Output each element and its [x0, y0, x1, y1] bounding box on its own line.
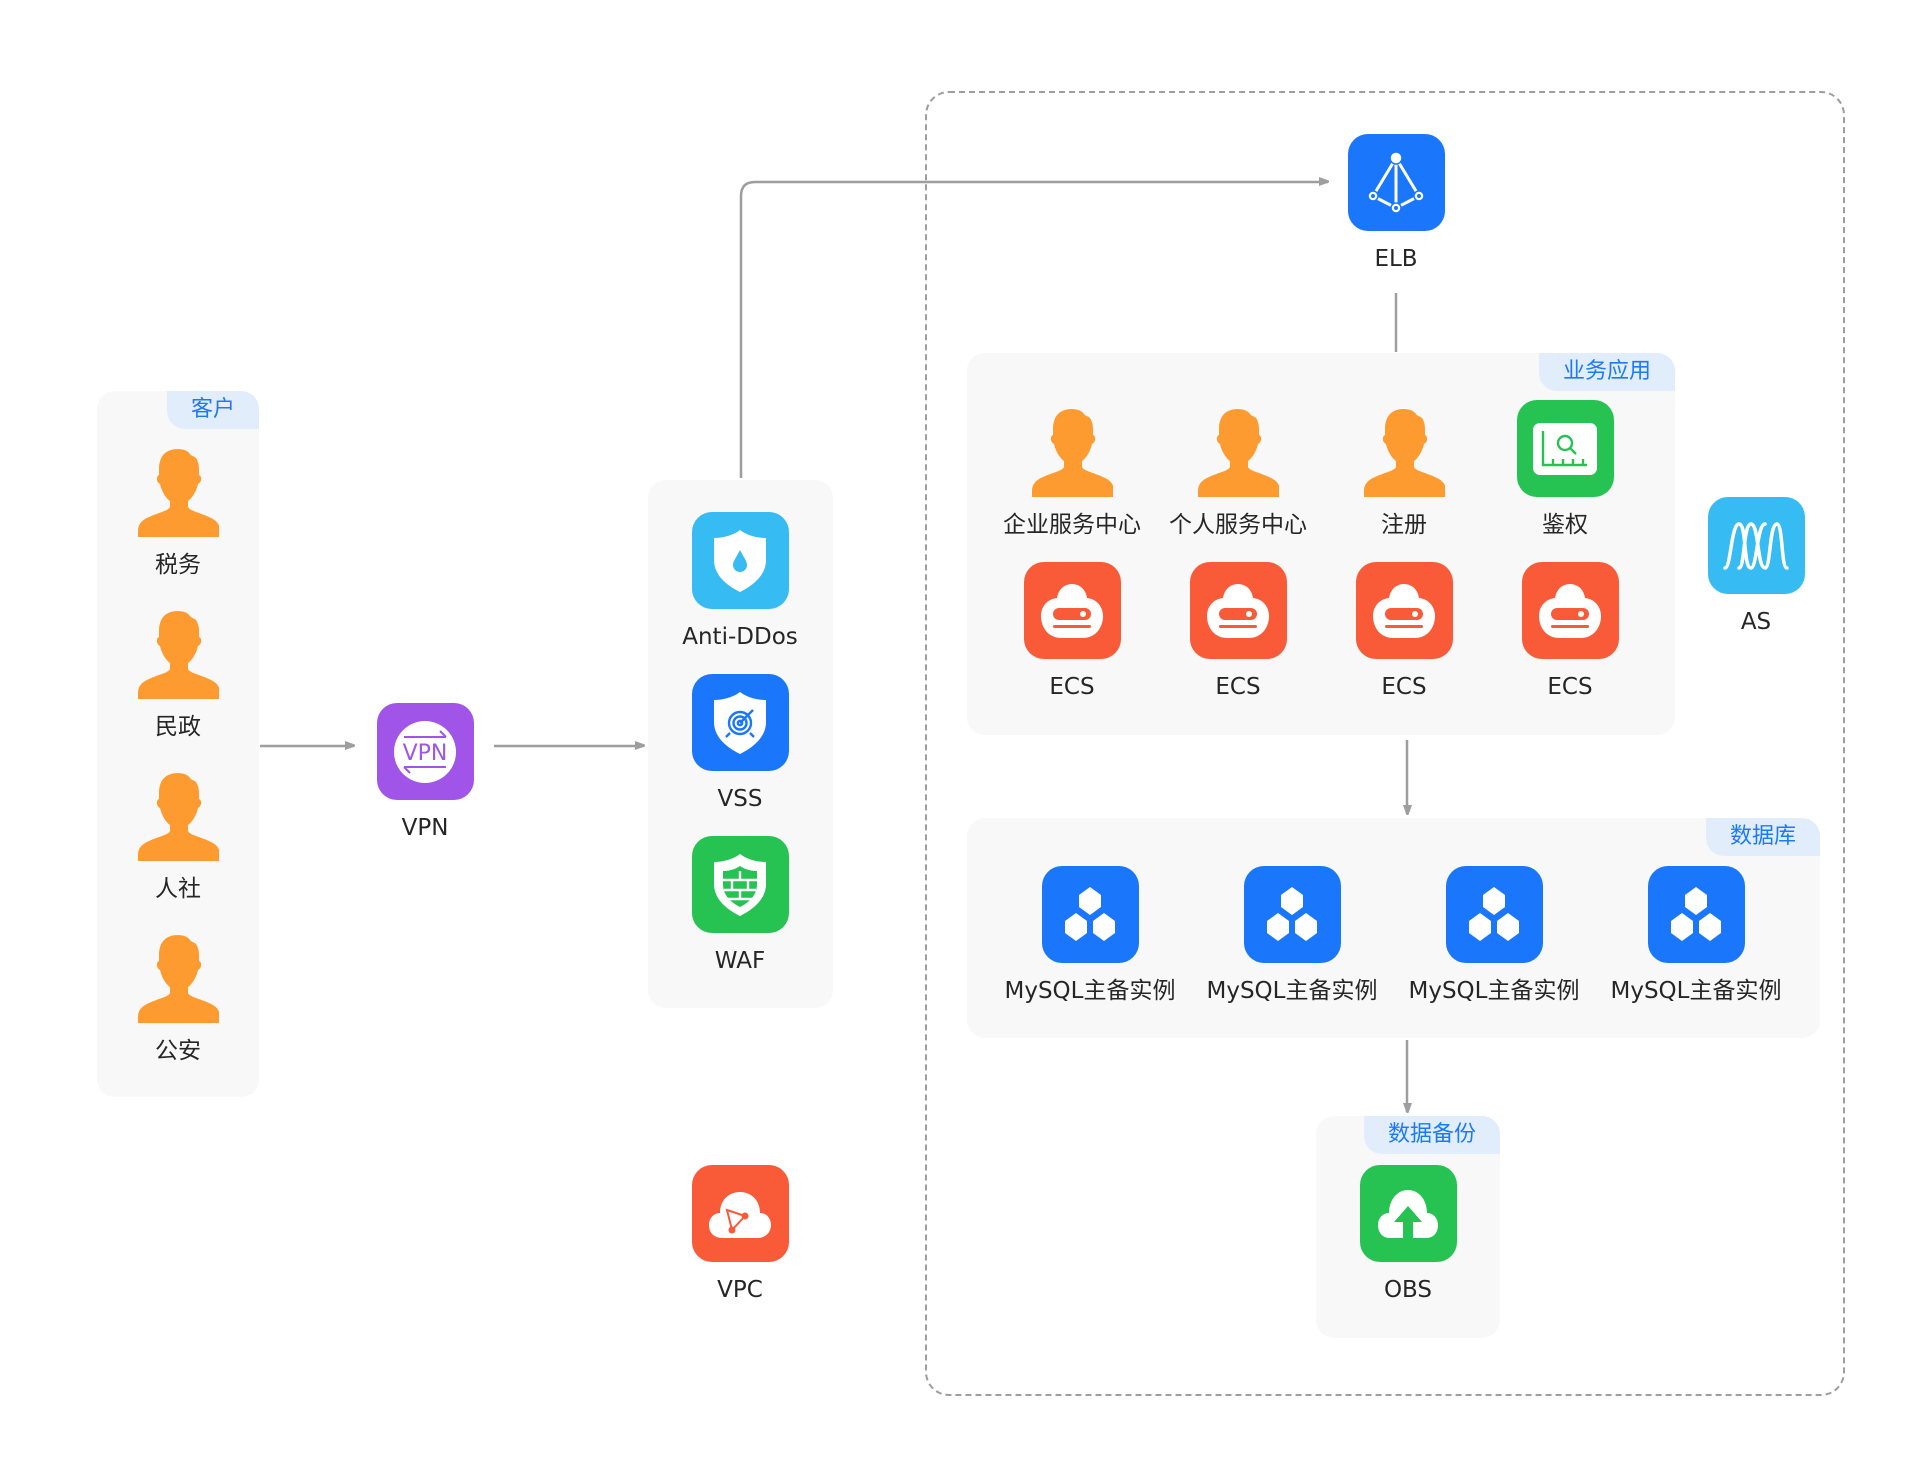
vpc-node[interactable]: VPC — [650, 1165, 830, 1304]
db-label: MySQL主备实例 — [1206, 978, 1378, 1004]
database-tag: 数据库 — [1705, 818, 1820, 856]
customer-node[interactable]: 税务 — [88, 440, 268, 579]
db-node[interactable]: MySQL主备实例 — [1606, 866, 1786, 1005]
security-node[interactable]: WAF — [650, 836, 830, 975]
vpn-glyph: VPN — [403, 741, 448, 766]
person-icon — [130, 602, 227, 699]
ecs-label: ECS — [1547, 674, 1593, 700]
elb-node[interactable]: ELB — [1306, 134, 1486, 273]
server-cloud-icon — [1023, 562, 1121, 659]
app-node[interactable]: 注册 — [1314, 400, 1494, 539]
customer-label: 公安 — [155, 1038, 201, 1064]
obs-label: OBS — [1383, 1277, 1433, 1303]
db-label: MySQL主备实例 — [1408, 978, 1580, 1004]
ecs-node[interactable]: ECS — [1314, 562, 1494, 701]
vpc-label: VPC — [717, 1277, 763, 1303]
person-icon — [130, 440, 227, 537]
cloud-upload-icon — [1359, 1165, 1457, 1262]
server-cloud-icon — [1521, 562, 1619, 659]
monitor-search-icon — [1516, 400, 1614, 497]
auto-scaling-icon — [1707, 497, 1805, 594]
ecs-label: ECS — [1049, 674, 1095, 700]
db-label: MySQL主备实例 — [1004, 978, 1176, 1004]
app-label: 企业服务中心 — [1003, 512, 1141, 538]
cloud-region-boundary — [925, 91, 1845, 1396]
person-icon — [1024, 400, 1121, 497]
obs-node[interactable]: OBS — [1318, 1165, 1498, 1304]
security-label: WAF — [714, 948, 766, 974]
ecs-label: ECS — [1381, 674, 1427, 700]
shield-target-icon — [691, 674, 789, 771]
person-icon — [1356, 400, 1453, 497]
hexagon-cluster-icon — [1445, 866, 1543, 963]
cloud-network-icon — [691, 1165, 789, 1262]
business-tag: 业务应用 — [1538, 353, 1675, 391]
vpn-node[interactable]: VPN VPN — [335, 703, 515, 842]
shield-wall-icon — [691, 836, 789, 933]
ecs-node[interactable]: ECS — [1480, 562, 1660, 701]
vpn-label: VPN — [401, 815, 449, 841]
person-icon — [130, 926, 227, 1023]
customer-node[interactable]: 公安 — [88, 926, 268, 1065]
app-node[interactable]: 鉴权 — [1475, 400, 1655, 539]
hexagon-cluster-icon — [1041, 866, 1139, 963]
customer-label: 人社 — [155, 876, 201, 902]
security-node[interactable]: VSS — [650, 674, 830, 813]
customer-label: 税务 — [155, 552, 201, 578]
shield-drop-icon — [691, 512, 789, 609]
app-node[interactable]: 个人服务中心 — [1148, 400, 1328, 539]
app-label: 鉴权 — [1542, 512, 1588, 538]
person-icon — [130, 764, 227, 861]
server-cloud-icon — [1355, 562, 1453, 659]
security-label: Anti-DDos — [682, 624, 798, 650]
db-label: MySQL主备实例 — [1610, 978, 1782, 1004]
hexagon-cluster-icon — [1243, 866, 1341, 963]
db-node[interactable]: MySQL主备实例 — [1202, 866, 1382, 1005]
ecs-label: ECS — [1215, 674, 1261, 700]
db-node[interactable]: MySQL主备实例 — [1000, 866, 1180, 1005]
person-icon — [1190, 400, 1287, 497]
backup-tag: 数据备份 — [1363, 1116, 1500, 1154]
load-balancer-icon — [1347, 134, 1445, 231]
customer-label: 民政 — [155, 714, 201, 740]
security-node[interactable]: Anti-DDos — [650, 512, 830, 651]
vpn-icon: VPN — [376, 703, 474, 800]
server-cloud-icon — [1189, 562, 1287, 659]
as-node[interactable]: AS — [1666, 497, 1846, 636]
hexagon-cluster-icon — [1647, 866, 1745, 963]
app-node[interactable]: 企业服务中心 — [982, 400, 1162, 539]
ecs-node[interactable]: ECS — [982, 562, 1162, 701]
security-label: VSS — [717, 786, 763, 812]
elb-label: ELB — [1374, 246, 1418, 272]
ecs-node[interactable]: ECS — [1148, 562, 1328, 701]
customer-node[interactable]: 民政 — [88, 602, 268, 741]
app-label: 个人服务中心 — [1169, 512, 1307, 538]
db-node[interactable]: MySQL主备实例 — [1404, 866, 1584, 1005]
app-label: 注册 — [1381, 512, 1427, 538]
customer-node[interactable]: 人社 — [88, 764, 268, 903]
customers-tag: 客户 — [166, 391, 259, 429]
as-label: AS — [1740, 609, 1772, 635]
